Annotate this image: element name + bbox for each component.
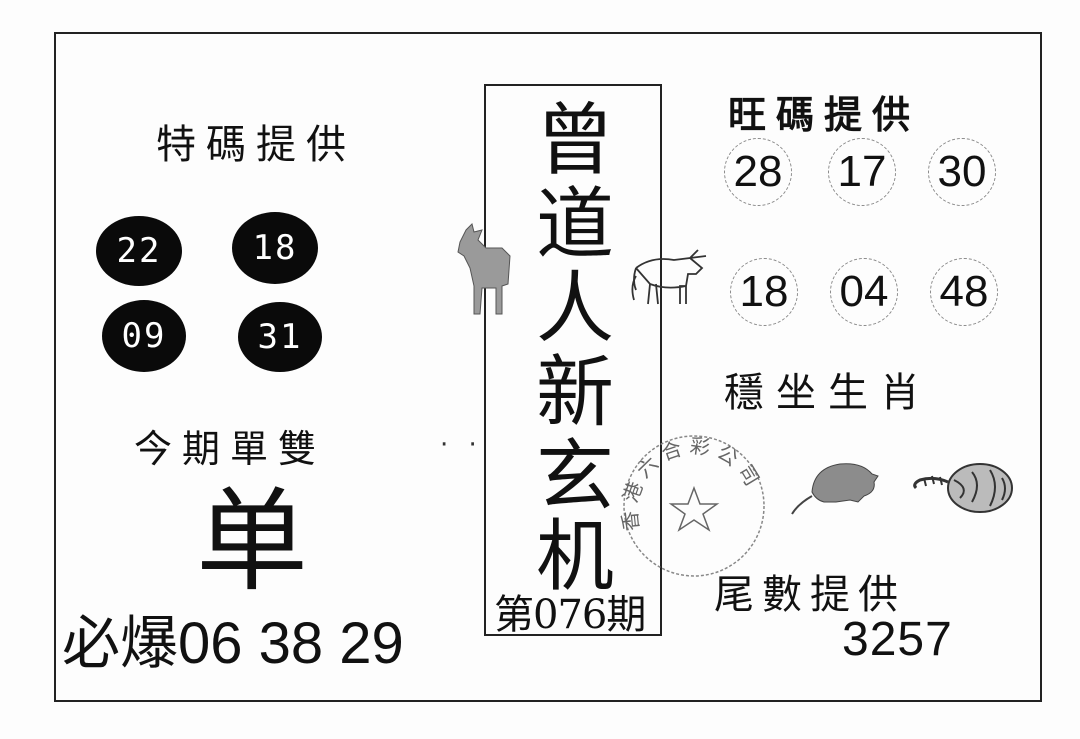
dot-separator: · · [440,430,483,460]
must-explode-label: 必爆 [62,609,179,677]
issue-number: 第076期 [494,592,646,638]
hot-number-3: 30 [928,138,996,206]
stamp-seal: 香港六合彩公司 [617,433,767,577]
must-number-2: 38 [258,611,324,676]
must-number-1: 06 [178,611,243,676]
hot-number-2: 17 [828,138,896,206]
star-icon [668,485,720,532]
outer-border [54,32,1042,702]
odd-even-heading: 今期單雙 [134,427,327,471]
title-char-2: 道 [535,180,614,270]
stamp-text: 香港六合彩公司 [617,433,761,532]
special-number-2: 18 [232,212,318,284]
title-char-3: 人 [535,264,614,354]
tail-numbers-heading: 尾數提供 [714,572,906,618]
tiger-icon [913,463,1013,513]
title-char-1: 曾 [535,96,614,186]
hot-number-1: 28 [724,138,792,206]
title-char-5: 玄 [535,432,614,522]
title-char-6: 机 [535,512,614,602]
special-numbers-heading: 特碼提供 [156,122,356,168]
special-number-4: 31 [238,302,322,372]
rat-icon [791,463,879,515]
title-box: 曾 道 人 新 玄 机 [484,84,662,636]
hot-numbers-heading: 旺碼提供 [728,92,921,137]
goat-icon [457,223,511,315]
special-number-1: 22 [96,216,182,286]
must-explode-line: 必爆06 38 29 [62,596,404,680]
hot-number-6: 48 [930,258,998,326]
zodiac-heading: 穩坐生肖 [724,370,932,416]
svg-text:香港六合彩公司: 香港六合彩公司 [617,433,767,532]
must-number-3: 29 [339,611,404,676]
ox-icon [631,249,707,305]
tail-numbers-value: 3257 [842,613,953,666]
title-char-4: 新 [535,348,614,438]
special-number-3: 09 [102,300,186,372]
hot-number-4: 18 [730,258,798,326]
hot-number-5: 04 [830,258,898,326]
odd-even-value: 单 [196,477,308,607]
